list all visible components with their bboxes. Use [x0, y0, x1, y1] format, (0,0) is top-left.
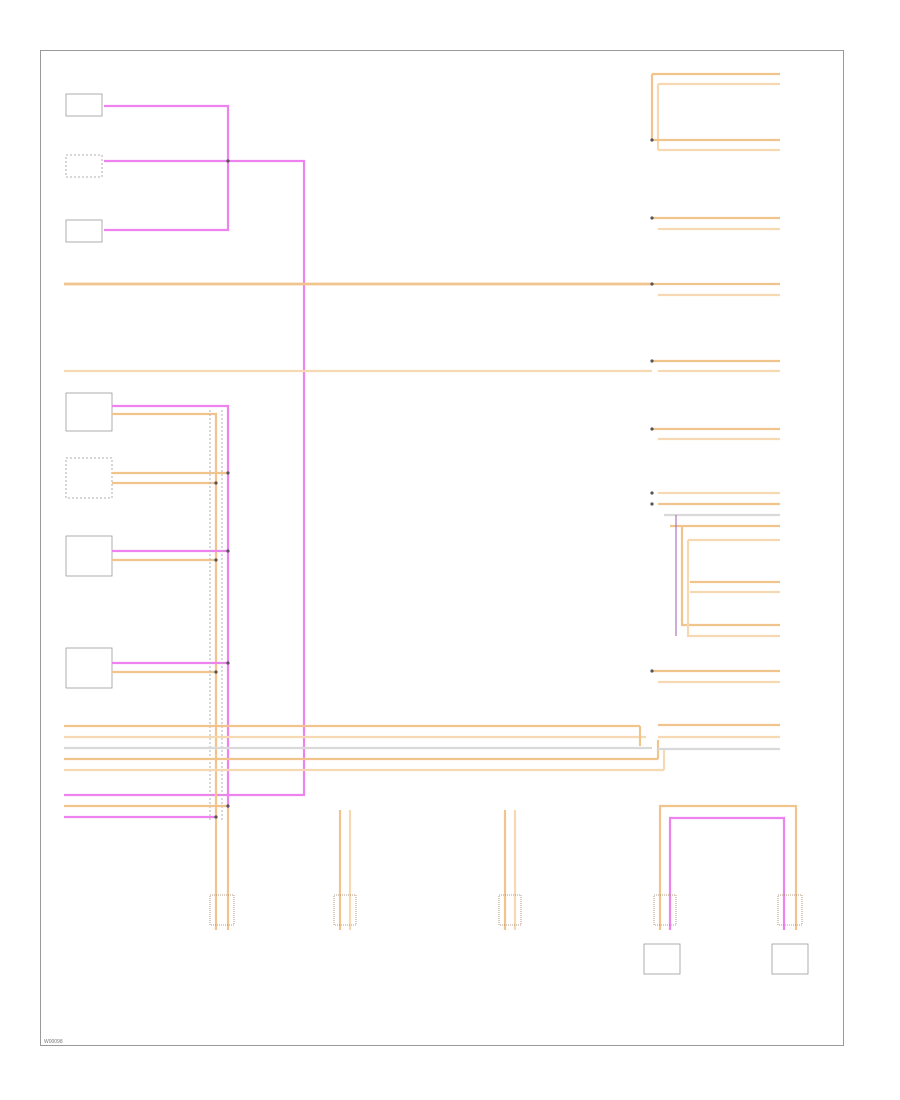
component-box: [65, 154, 103, 178]
wire-bundle: [64, 72, 798, 930]
splice-dot: [214, 815, 218, 819]
wire: [112, 412, 218, 820]
component-box: [65, 93, 103, 117]
splice-dot: [226, 549, 230, 553]
splice-dot: [650, 502, 654, 506]
connector-block: [498, 894, 522, 926]
connector-block: [777, 894, 803, 926]
wire: [104, 104, 230, 232]
splice-dot: [214, 558, 218, 562]
splice-dot: [650, 491, 654, 495]
splice-dots: [214, 138, 654, 819]
wire: [64, 159, 306, 797]
splice-dot: [650, 669, 654, 673]
splice-dot: [226, 804, 230, 808]
wire: [112, 404, 230, 808]
wire: [680, 526, 780, 627]
bottom-connectors: [209, 894, 809, 975]
splice-dot: [214, 670, 218, 674]
connector-block: [209, 894, 235, 926]
component-box: [771, 943, 809, 975]
splice-dot: [226, 661, 230, 665]
connector-block: [333, 894, 357, 926]
wire: [686, 540, 780, 638]
component-box: [65, 535, 113, 577]
component-box: [65, 457, 113, 499]
diagram-frame: [40, 50, 844, 1046]
wire: [658, 804, 798, 930]
splice-dot: [226, 471, 230, 475]
component-box: [65, 392, 113, 432]
diagram-code: W00098: [44, 1039, 63, 1045]
splice-dot: [650, 359, 654, 363]
left-components: [65, 93, 113, 689]
splice-dot: [650, 138, 654, 142]
splice-dot: [650, 427, 654, 431]
splice-dot: [650, 216, 654, 220]
splice-dot: [226, 159, 230, 163]
splice-dot: [650, 282, 654, 286]
connector-block: [653, 894, 677, 926]
component-box: [65, 647, 113, 689]
component-box: [643, 943, 681, 975]
wire: [668, 816, 786, 930]
component-box: [65, 219, 103, 243]
splice-dot: [214, 481, 218, 485]
